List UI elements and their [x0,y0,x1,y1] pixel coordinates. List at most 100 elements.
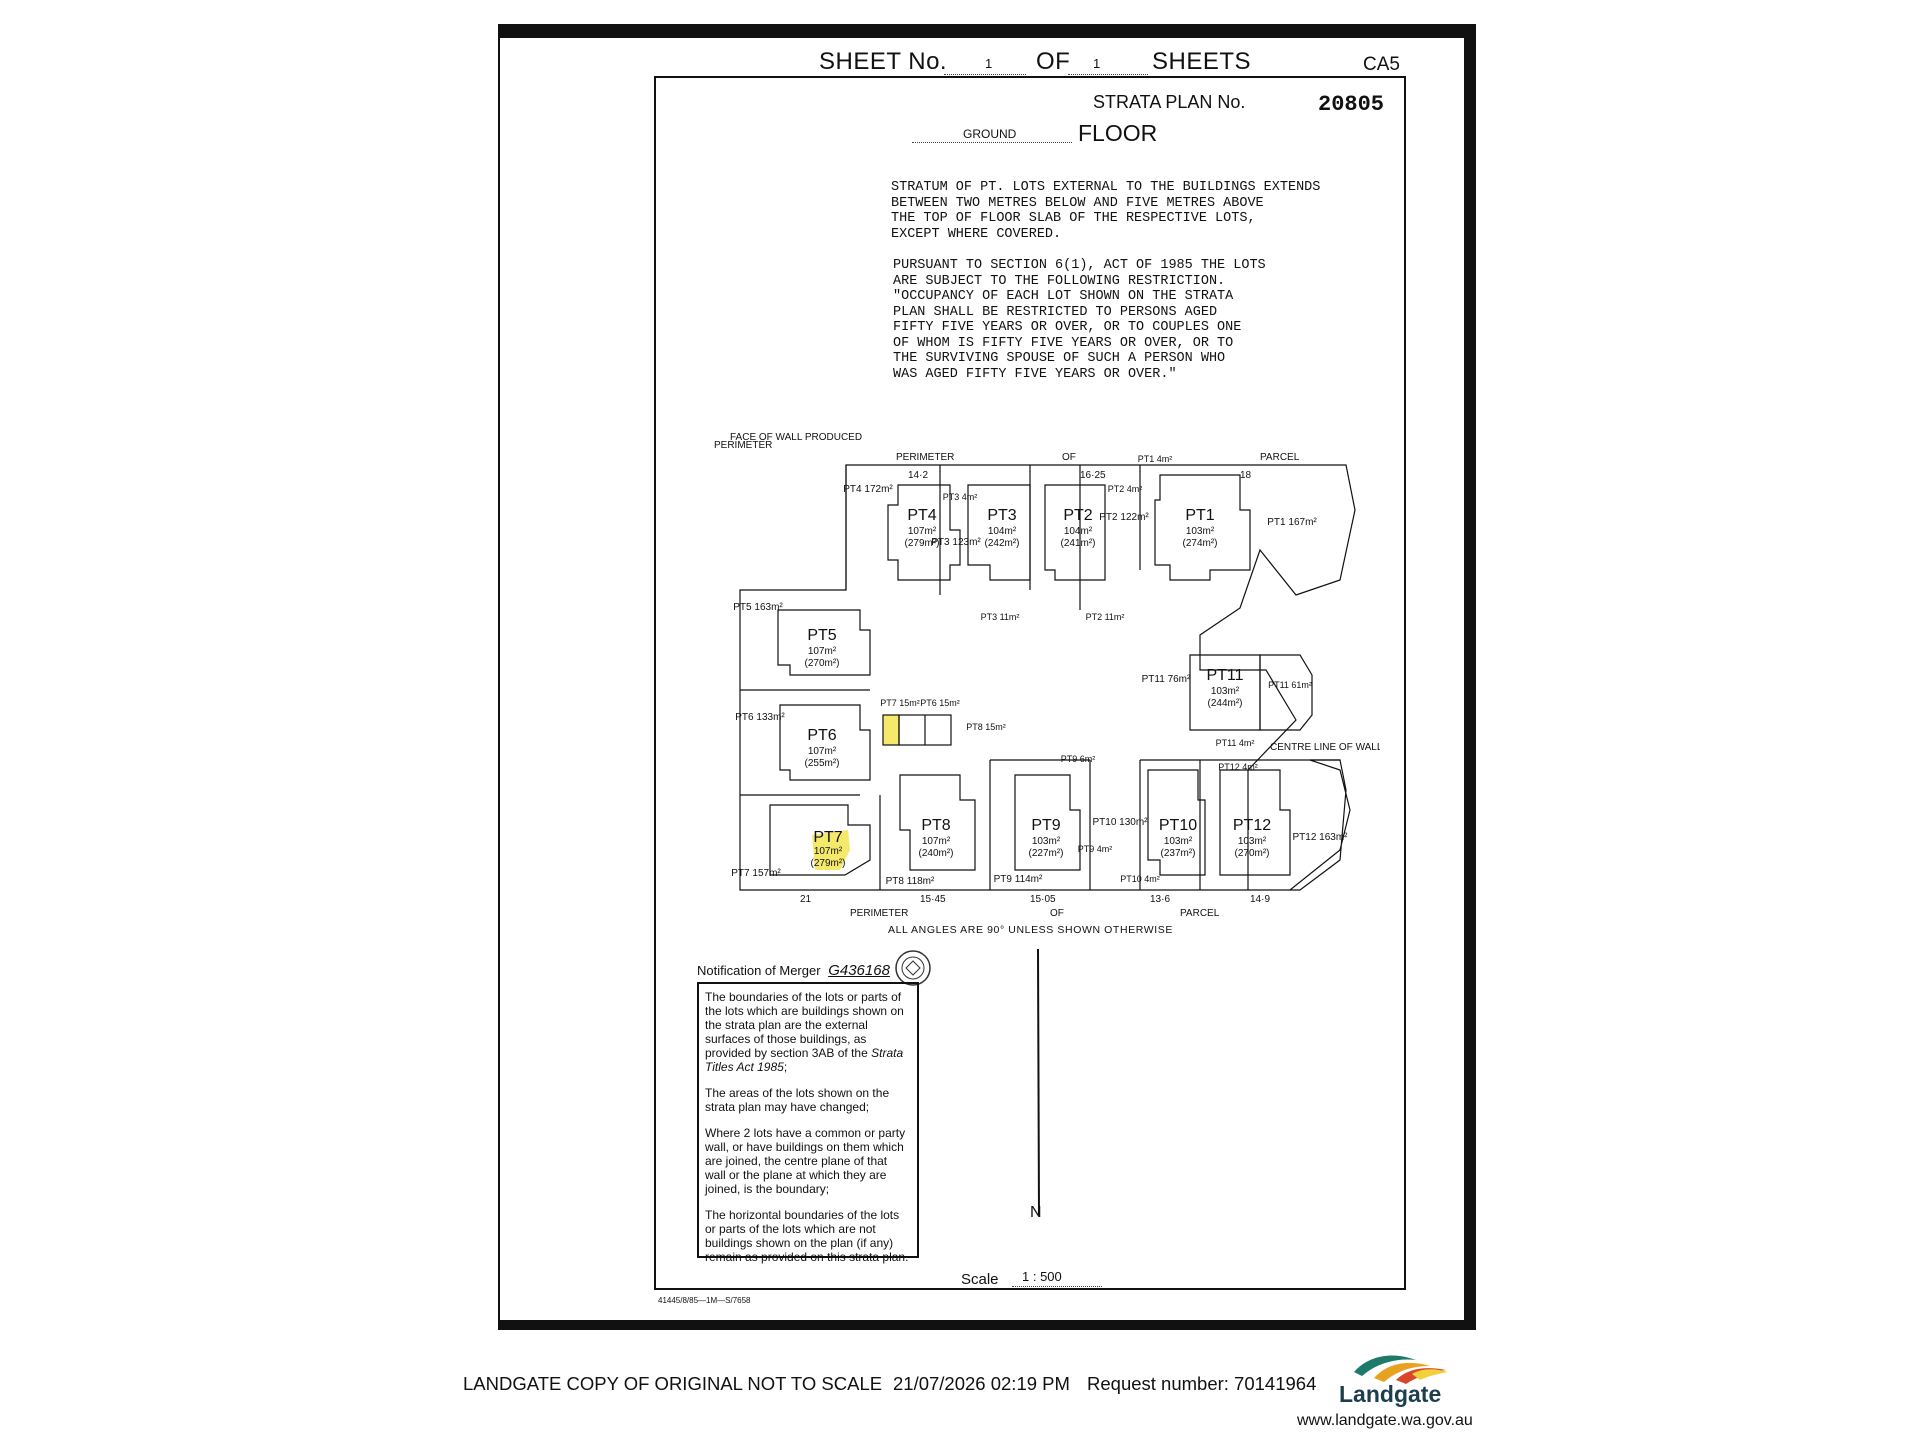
form-reference: 41445/8/85—1M—S/7658 [658,1296,751,1305]
svg-text:(270m²): (270m²) [1234,848,1269,859]
dim-top-2: 16·25 [1080,470,1106,481]
lot-pt1: PT1 103m²(274m²) PT1 167m² [1182,507,1317,549]
plan-frame [654,76,1406,1290]
svg-text:PT12 4m²: PT12 4m² [1218,762,1258,772]
svg-text:PT3 4m²: PT3 4m² [943,492,978,502]
scale-label: Scale [961,1271,999,1288]
strata-plan-diagram: PERIMETER PERIMETER OF PARCEL FACE OF WA… [714,432,1380,919]
dim-bot-4: 13·6 [1150,894,1170,905]
scale-value: 1 : 500 [1022,1269,1062,1284]
svg-text:PT2 11m²: PT2 11m² [1086,612,1125,622]
svg-text:PT3 123m²: PT3 123m² [931,537,981,548]
copy-notice: LANDGATE COPY OF ORIGINAL NOT TO SCALE [463,1373,883,1394]
svg-text:PT10 4m²: PT10 4m² [1120,874,1160,884]
lot-pt6: PT6 107m²(255m²) PT6 133m² [735,712,839,769]
dim-bot-3: 15·05 [1030,894,1056,905]
svg-text:PT6 133m²: PT6 133m² [735,712,785,723]
sheet-label: SHEET No. [819,48,948,75]
building-pt6 [779,704,871,781]
merger-para-4: The horizontal boundaries of the lots or… [705,1208,909,1264]
floor-label: FLOOR [1078,120,1158,146]
strata-plan-number: 20805 [1318,92,1385,117]
lot-pt12: PT12 103m²(270m²) PT12 163m² [1233,817,1348,859]
svg-text:PT1: PT1 [1185,507,1214,524]
svg-text:PT12 163m²: PT12 163m² [1292,832,1348,843]
svg-text:PT1 167m²: PT1 167m² [1267,517,1317,528]
building-pt3 [967,484,1031,581]
sheet-number: 1 [985,56,993,71]
svg-text:104m²: 104m² [1064,526,1093,537]
merger-label-text: Notification of Merger [697,963,821,978]
pt7-highlight [812,830,850,870]
dim-top-3: 18 [1240,470,1252,481]
svg-text:103m²: 103m² [1238,836,1267,847]
svg-text:PT3: PT3 [987,507,1016,524]
building-pt1 [1154,474,1251,581]
svg-text:PT5 163m²: PT5 163m² [733,602,783,613]
svg-text:PT7 15m²: PT7 15m² [880,698,920,708]
of-label-top: OF [1062,452,1076,463]
svg-text:(244m²): (244m²) [1207,698,1242,709]
plan-sheet [498,24,1476,1330]
svg-text:PT11 4m²: PT11 4m² [1216,738,1255,748]
svg-text:PT4 172m²: PT4 172m² [843,484,893,495]
small-lot-labels: PT11 61m² PT7 15m² PT6 15m² PT8 15m² PT3… [880,454,1312,884]
svg-text:107m²: 107m² [908,526,937,537]
print-datetime: 21/07/2026 02:19 PM [893,1373,1070,1394]
perimeter-top: PERIMETER [714,440,772,451]
seal-stamp-icon [895,950,931,986]
svg-text:(279m²): (279m²) [810,858,845,869]
merger-number: G436168 [828,962,890,979]
merger-para-3: Where 2 lots have a common or party wall… [705,1126,906,1196]
floor-prefix-line [912,142,1072,143]
building-pt8 [899,774,976,871]
svg-text:PT6: PT6 [807,727,836,744]
svg-text:PT8: PT8 [921,817,950,834]
svg-text:PT2 122m²: PT2 122m² [1099,512,1149,523]
svg-text:PT12: PT12 [1233,817,1271,834]
sheets-total-line [1068,74,1148,75]
svg-text:PT9 6m²: PT9 6m² [1061,754,1096,764]
dim-top-1: 14·2 [908,470,928,481]
angles-note: ALL ANGLES ARE 90° UNLESS SHOWN OTHERWIS… [888,924,1173,936]
svg-text:107m²: 107m² [808,746,837,757]
svg-text:(240m²): (240m²) [918,848,953,859]
building-pt11b [1219,769,1291,876]
svg-text:(227m²): (227m²) [1028,848,1063,859]
svg-text:PT7 157m²: PT7 157m² [731,868,781,879]
building-pt11-annex [1259,654,1313,731]
of-bottom: OF [1050,908,1064,919]
svg-text:PT5: PT5 [807,627,836,644]
centre-line-label: CENTRE LINE OF WALL PRODUCED [1270,742,1380,753]
face-of-wall-top: FACE OF WALL PRODUCED [730,432,862,443]
svg-text:PT8 118m²: PT8 118m² [886,876,935,887]
svg-text:103m²: 103m² [1186,526,1215,537]
sheets-total: 1 [1093,56,1101,71]
svg-text:107m²: 107m² [814,846,843,857]
svg-text:PT2 4m²: PT2 4m² [1108,484,1143,494]
floor-prefix: GROUND [963,127,1017,141]
parcel-boundary [739,464,1356,891]
dim-bot-2: 15·45 [920,894,946,905]
merger-para-1: The boundaries of the lots or parts of t… [705,990,904,1074]
of-label: OF [1036,48,1071,75]
svg-text:(274m²): (274m²) [1182,538,1217,549]
svg-text:PT1 4m²: PT1 4m² [1138,454,1173,464]
svg-text:PT4: PT4 [907,507,936,524]
landgate-logo-icon [1354,1355,1448,1384]
merger-para-2: The areas of the lots shown on the strat… [705,1086,890,1114]
svg-text:PT11 76m²: PT11 76m² [1142,674,1191,685]
landgate-url[interactable]: www.landgate.wa.gov.au [1297,1412,1473,1429]
dim-bot-5: 14·9 [1250,894,1270,905]
svg-text:107m²: 107m² [922,836,951,847]
svg-text:(255m²): (255m²) [804,758,839,769]
form-code: CA5 [1363,54,1400,75]
merger-notice-box: The boundaries of the lots or parts of t… [697,982,919,1264]
